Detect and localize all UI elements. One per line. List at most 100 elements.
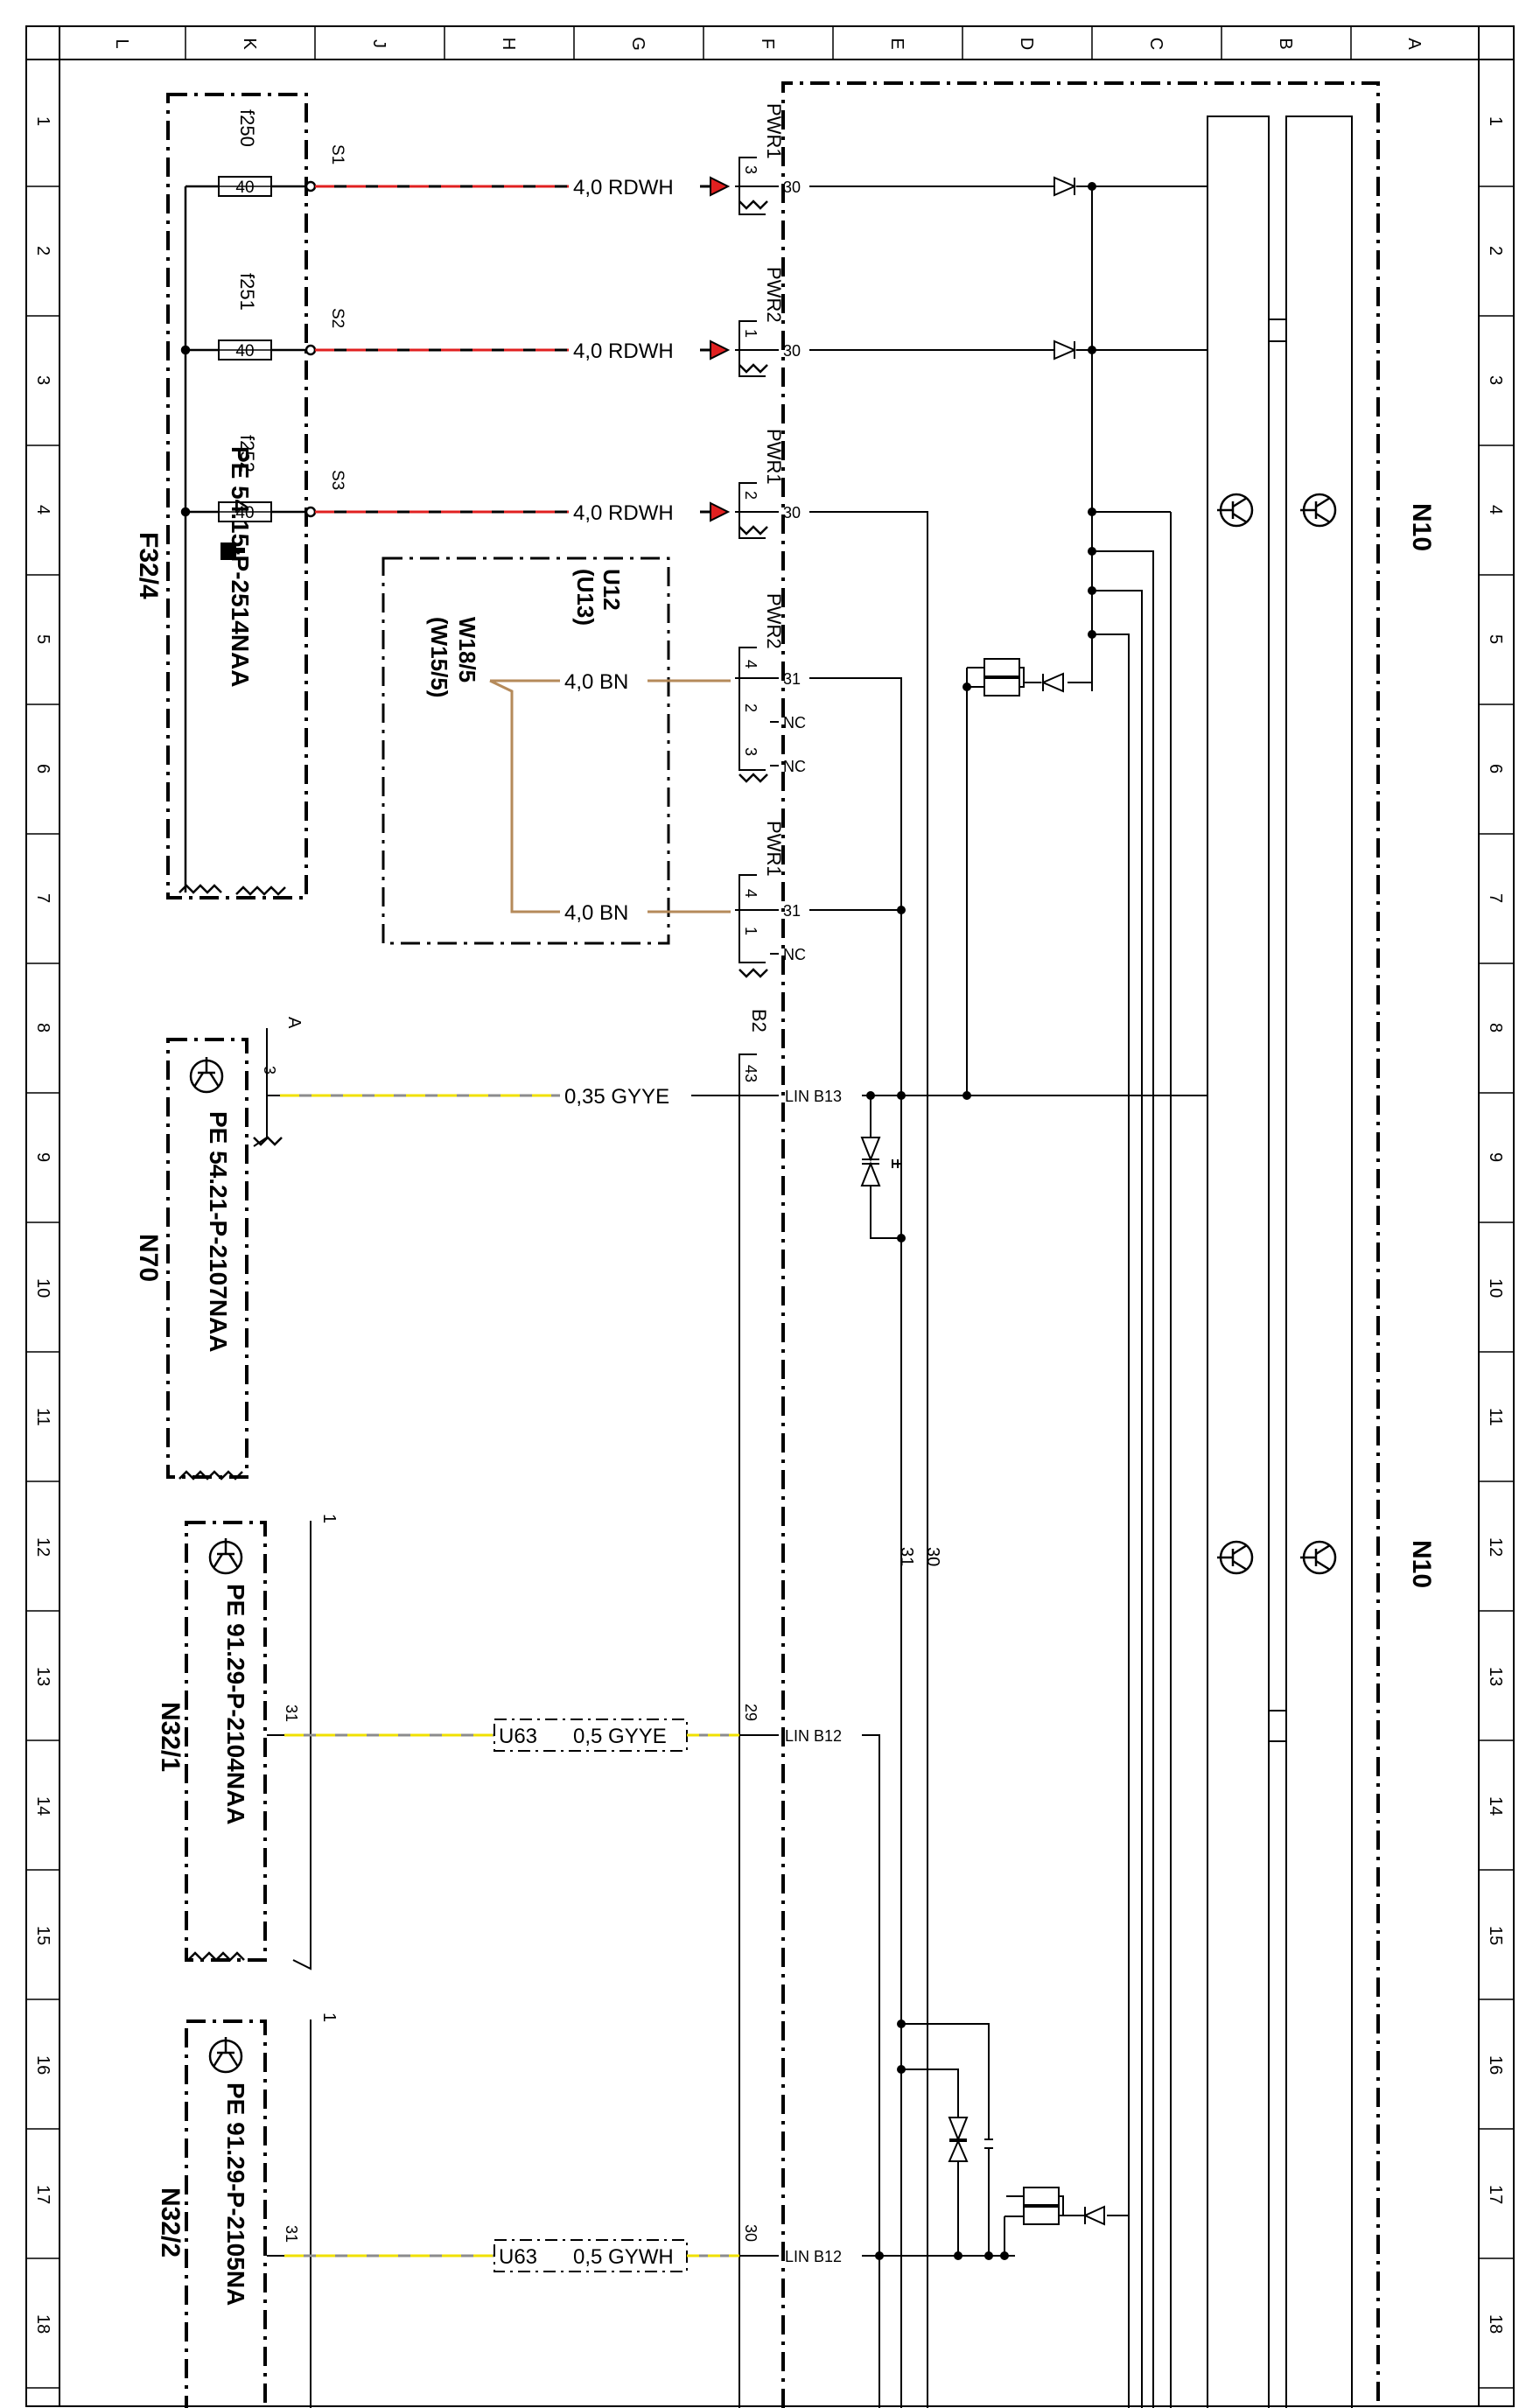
connector-name: PWR1 (763, 429, 785, 485)
terminal-label: 31 (783, 670, 801, 688)
row-label: 14 (33, 1796, 52, 1816)
row-label: 6 (33, 764, 52, 774)
row-label: 16 (33, 2055, 52, 2075)
n32-1-transistor-icon (208, 1538, 243, 1575)
wire-label: 0,5 GYWH (573, 2245, 674, 2269)
row-label: 7 (1486, 893, 1505, 903)
f32-4-border (166, 93, 308, 900)
row-label: 10 (33, 1278, 52, 1298)
col-label: C (1146, 38, 1166, 50)
ref-text: PE 91.29-P-2104NAA (222, 1584, 249, 1824)
n32-2-border (185, 2020, 267, 2408)
col-label: J (369, 39, 388, 48)
component-id: F32/4 (134, 532, 163, 599)
frame (25, 25, 1515, 2407)
split-label: S1 (328, 144, 346, 164)
row-label: 9 (1486, 1152, 1505, 1162)
n10-internals (1207, 116, 1353, 2408)
terminal-label: 31 (783, 902, 801, 920)
row-label: 16 (1486, 2055, 1505, 2075)
wire-labels-rdwh: 4,0 RDWH 4,0 RDWH 4,0 RDWH (573, 176, 674, 525)
connector-pin: 1 (742, 927, 760, 935)
fuse-symbols: 40 40 40 (218, 176, 272, 522)
row-label: 11 (1486, 1408, 1505, 1426)
connector-pin: 2 (742, 491, 760, 500)
wire-label: 0,35 GYYE (564, 1085, 669, 1109)
row-label: 8 (33, 1023, 52, 1032)
pin-label: 31 (283, 2225, 300, 2243)
col-label: G (628, 37, 648, 51)
diode-icon (1054, 176, 1077, 197)
row-label: 2 (33, 246, 52, 256)
row-label: 8 (1486, 1023, 1505, 1032)
row-label: 12 (1486, 1537, 1505, 1557)
row-labels: 1 2 3 4 5 6 7 8 9 10 11 12 13 14 15 16 1… (33, 116, 1505, 2334)
row-label: 17 (33, 2185, 52, 2204)
column-labels: L K J H G F E D C B A (112, 37, 1424, 51)
diode-icons (1040, 176, 1105, 2226)
connector-arrows (710, 176, 731, 522)
row-label: 4 (1486, 505, 1505, 514)
terminal-label: 30 (783, 178, 801, 196)
col-label: A (1404, 38, 1424, 50)
connector-blocks (735, 157, 779, 2408)
fuse-name: f250 (236, 109, 258, 147)
u12-internals (489, 679, 731, 914)
transistor-icon (1300, 1540, 1337, 1575)
harness-alt: (W15/5) (426, 617, 452, 697)
wire-label: 4,0 BN (564, 901, 628, 925)
fuse-rating: 40 (235, 178, 254, 197)
wire-group-label: U63 (499, 1725, 537, 1748)
terminal-label: LIN B13 (785, 1088, 842, 1105)
bus-label: 31 (897, 1547, 916, 1566)
connector-pin: 43 (742, 1065, 760, 1082)
terminal-label: NC (783, 714, 806, 732)
n32-1-internals (267, 1521, 312, 1970)
row-label: 15 (1486, 1926, 1505, 1945)
transistor-icon (1217, 493, 1254, 528)
n70-labels: 0,35 GYYE 3 A N70 PE 54.21-P-2107NAA (134, 1017, 669, 1352)
rdwh-wires (315, 185, 710, 514)
n10-labels: 31 30 N10 N10 (897, 503, 1436, 1588)
pin-label: 3 (261, 1066, 278, 1074)
col-label: H (499, 38, 518, 50)
component-id: N32/2 (156, 2188, 185, 2258)
component-id: U12 (598, 569, 625, 611)
marker-label: 1 (319, 2012, 339, 2022)
terminal-label: LIN B12 (785, 2248, 842, 2265)
ref-text: PE 91.29-P-2105NA (222, 2082, 249, 2306)
split-label: S2 (328, 308, 346, 328)
col-label: D (1017, 38, 1036, 50)
wire-group-label: U63 (499, 2245, 537, 2269)
row-label: 3 (33, 375, 52, 385)
connector-pin: 4 (742, 660, 760, 668)
connector-pin: 29 (742, 1704, 760, 1721)
n70-internals (253, 1028, 280, 1147)
row-label: 1 (33, 116, 52, 126)
row-label: 4 (33, 505, 52, 514)
connector-pin: 3 (742, 747, 760, 756)
row-label: 1 (1486, 116, 1505, 126)
col-label: B (1276, 38, 1295, 49)
n32-1-border (185, 1521, 267, 1962)
row-label: 15 (33, 1926, 52, 1945)
n32-2-transistor-icon (208, 2037, 243, 2074)
bus-label: 30 (923, 1547, 942, 1566)
connector-pin: 2 (742, 704, 760, 712)
pin-label: 31 (283, 1704, 300, 1722)
row-label: 6 (1486, 764, 1505, 774)
n10-border (781, 81, 1380, 2408)
n32-2-wire (284, 2239, 739, 2272)
connector-pin: 1 (742, 329, 760, 338)
row-label: 12 (33, 1537, 52, 1557)
row-label: 11 (33, 1408, 52, 1426)
row-grid (26, 186, 1514, 2389)
row-label: 18 (1486, 2314, 1505, 2334)
transistor-icon (1217, 1540, 1254, 1575)
row-label: 13 (33, 1667, 52, 1686)
break-marks (178, 200, 768, 1962)
terminal-label: NC (783, 758, 806, 775)
fuse-rating: 40 (235, 504, 254, 522)
hand-icon (220, 542, 245, 560)
row-label: 2 (1486, 246, 1505, 256)
